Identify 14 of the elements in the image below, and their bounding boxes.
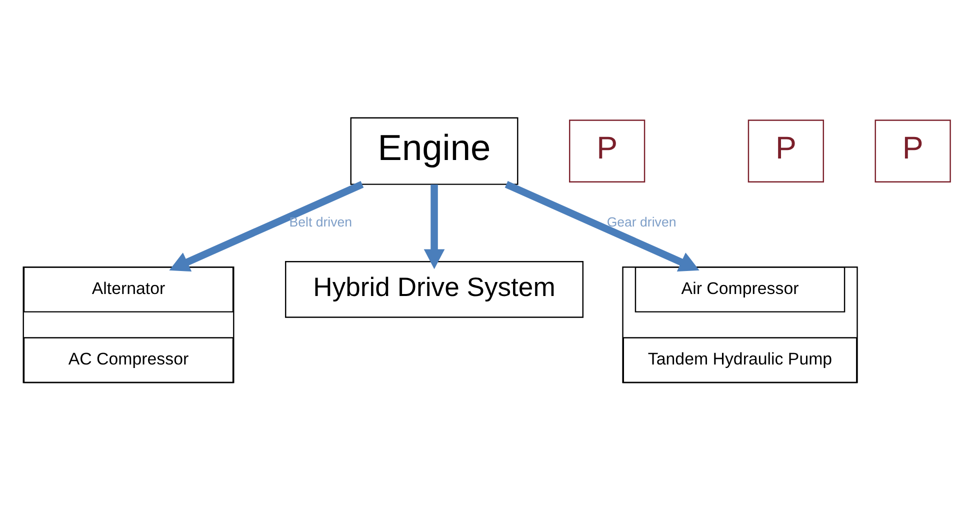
node-box: P xyxy=(874,120,951,182)
node-box: Hybrid Drive System xyxy=(285,261,584,318)
arrow xyxy=(424,184,445,270)
node-box: P xyxy=(569,120,646,182)
node-box: Air Compressor xyxy=(634,266,846,312)
node-box: AC Compressor xyxy=(23,337,234,384)
edge-label: Belt driven xyxy=(289,214,352,230)
arrow xyxy=(504,181,700,272)
node-box: P xyxy=(748,120,824,182)
edge-label: Gear driven xyxy=(606,214,676,230)
arrow xyxy=(169,181,364,272)
node-box: Tandem Hydraulic Pump xyxy=(622,337,858,384)
node-box: Alternator xyxy=(23,266,234,312)
node-box: Engine xyxy=(350,117,518,185)
